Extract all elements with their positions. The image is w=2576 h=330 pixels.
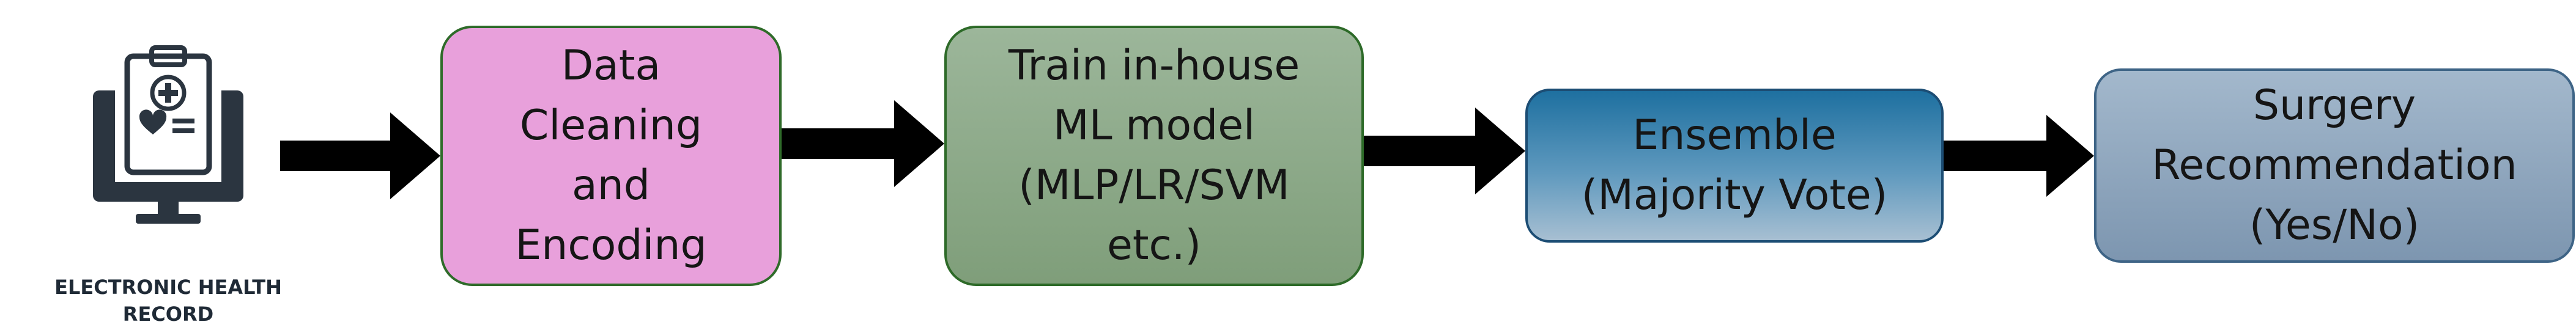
arrow-cleaning-to-train (782, 100, 944, 187)
arrow-ehr-to-cleaning (280, 112, 440, 199)
train-model-label: Train in-house ML model (MLP/LR/SVM etc.… (1008, 42, 1300, 270)
electronic-health-record-icon (93, 45, 243, 224)
ensemble-label: Ensemble (Majority Vote) (1581, 111, 1888, 219)
arrow-train-to-ensemble (1364, 108, 1525, 194)
data-cleaning-box: Data Cleaning and Encoding (440, 26, 782, 286)
data-cleaning-label: Data Cleaning and Encoding (515, 42, 707, 270)
train-model-box: Train in-house ML model (MLP/LR/SVM etc.… (944, 26, 1364, 286)
arrow-ensemble-to-surgery (1944, 115, 2094, 197)
ehr-label-line-2: RECORD (122, 302, 214, 326)
surgery-recommendation-label: Surgery Recommendation (Yes/No) (2152, 81, 2517, 249)
surgery-recommendation-box: Surgery Recommendation (Yes/No) (2094, 68, 2575, 263)
ehr-label: ELECTRONIC HEALTH RECORD (31, 274, 306, 328)
ehr-label-line-1: ELECTRONIC HEALTH (54, 276, 282, 299)
ensemble-box: Ensemble (Majority Vote) (1525, 89, 1944, 243)
